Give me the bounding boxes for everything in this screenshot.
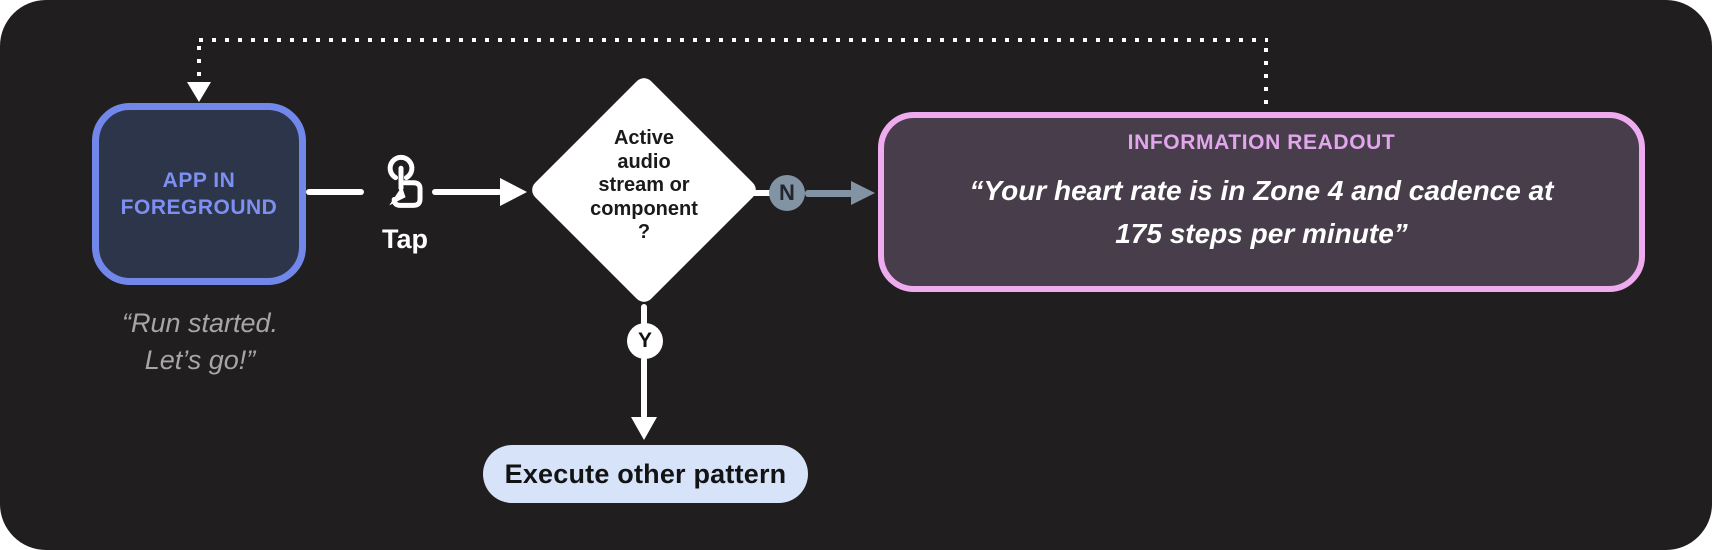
dotted-connector-vertical-right: [1264, 48, 1268, 106]
dotted-connector-arrowhead-icon: [187, 82, 211, 102]
no-branch-letter: N: [779, 180, 795, 205]
decision-label: Active audio stream or component ?: [590, 127, 698, 243]
edge-app-to-tap: [306, 189, 364, 195]
edge-arrowhead-icon: [500, 178, 527, 206]
node-execute-other-pattern: Execute other pattern: [483, 445, 808, 503]
yes-branch-letter: Y: [637, 329, 652, 352]
no-branch-badge: N: [769, 175, 805, 211]
edge-no-arrowhead-icon: [851, 181, 875, 205]
node-app-in-foreground: APP IN FOREGROUND: [92, 103, 306, 285]
tap-edge-label: Tap: [382, 224, 428, 254]
yes-branch-badge: Y: [627, 323, 663, 359]
node-information-readout: INFORMATION READOUT “Your heart rate is …: [878, 112, 1645, 292]
edge-decision-to-no: [750, 190, 772, 196]
edge-no-to-readout: [805, 190, 853, 197]
execute-other-pattern-label: Execute other pattern: [504, 458, 787, 489]
app-in-foreground-label: APP IN FOREGROUND: [120, 169, 278, 219]
tap-gesture-icon: [387, 154, 423, 208]
edge-yes-to-execute: [641, 357, 647, 419]
edge-yes-arrowhead-icon: [631, 417, 657, 440]
information-readout-quote: “Your heart rate is in Zone 4 and cadenc…: [969, 175, 1554, 249]
dotted-connector-vertical-left: [197, 46, 201, 82]
dotted-connector-horizontal: [199, 38, 1268, 42]
edge-decision-to-yes: [641, 304, 647, 326]
app-start-quote: “Run started. Let’s go!”: [121, 308, 279, 375]
edge-tap-to-decision: [432, 189, 502, 195]
information-readout-title: INFORMATION READOUT: [1127, 131, 1396, 154]
